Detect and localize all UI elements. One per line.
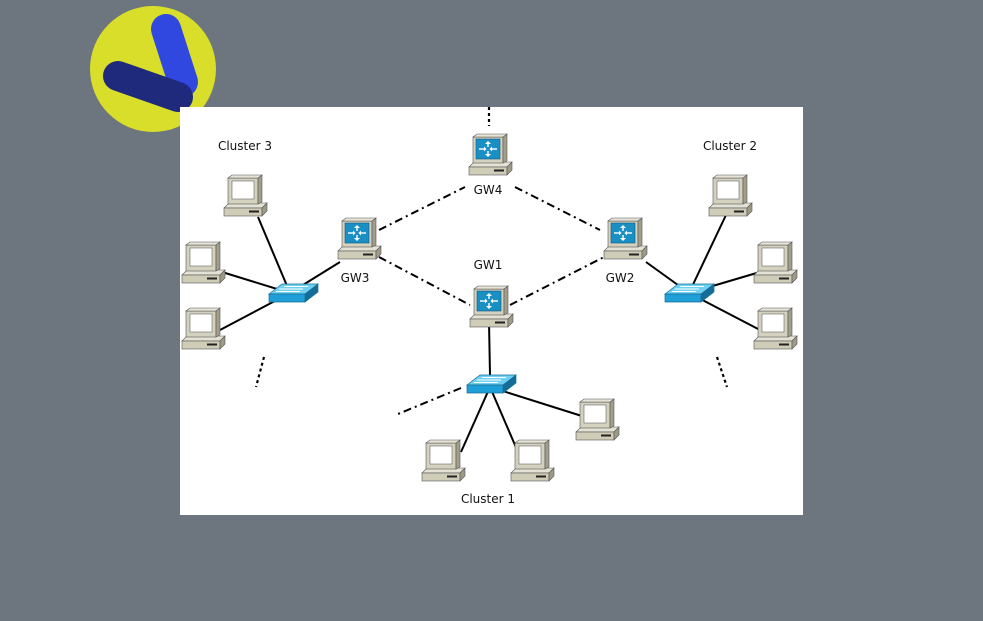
- cluster3-switch-icon: [268, 283, 319, 303]
- gateway-gw1-router-icon: [469, 285, 514, 328]
- gateway-gw4-router-icon: [468, 133, 513, 176]
- logo-icon: [90, 6, 216, 132]
- cluster3-label: Cluster 3: [218, 139, 272, 153]
- gw3-label: GW3: [341, 271, 370, 285]
- cluster3-computer-icon: [181, 307, 226, 350]
- solid-links: [219, 214, 761, 453]
- cluster1-computer-icon: [510, 439, 555, 482]
- cluster2-computer-icon: [753, 241, 798, 284]
- cluster1-computer-icon: [421, 439, 466, 482]
- gateway-gw3-router-icon: [337, 217, 382, 260]
- cluster2-label: Cluster 2: [703, 139, 757, 153]
- gw2-label: GW2: [606, 271, 635, 285]
- cluster3-computer-icon: [223, 174, 268, 217]
- cluster1-label: Cluster 1: [461, 492, 515, 506]
- network-diagram-canvas: Cluster 3 Cluster 2 Cluster 1 GW4 GW3 GW…: [180, 107, 803, 515]
- gw1-label: GW1: [474, 258, 503, 272]
- cluster1-switch-icon: [466, 374, 517, 394]
- cluster2-switch-icon: [664, 283, 715, 303]
- dashed-links: [378, 186, 605, 415]
- cluster2-computer-icon: [753, 307, 798, 350]
- gw4-label: GW4: [474, 183, 503, 197]
- cluster2-computer-icon: [708, 174, 753, 217]
- gateway-gw2-router-icon: [603, 217, 648, 260]
- cluster1-computer-icon: [575, 398, 620, 441]
- continuation-stubs: [254, 107, 729, 388]
- cluster3-computer-icon: [181, 241, 226, 284]
